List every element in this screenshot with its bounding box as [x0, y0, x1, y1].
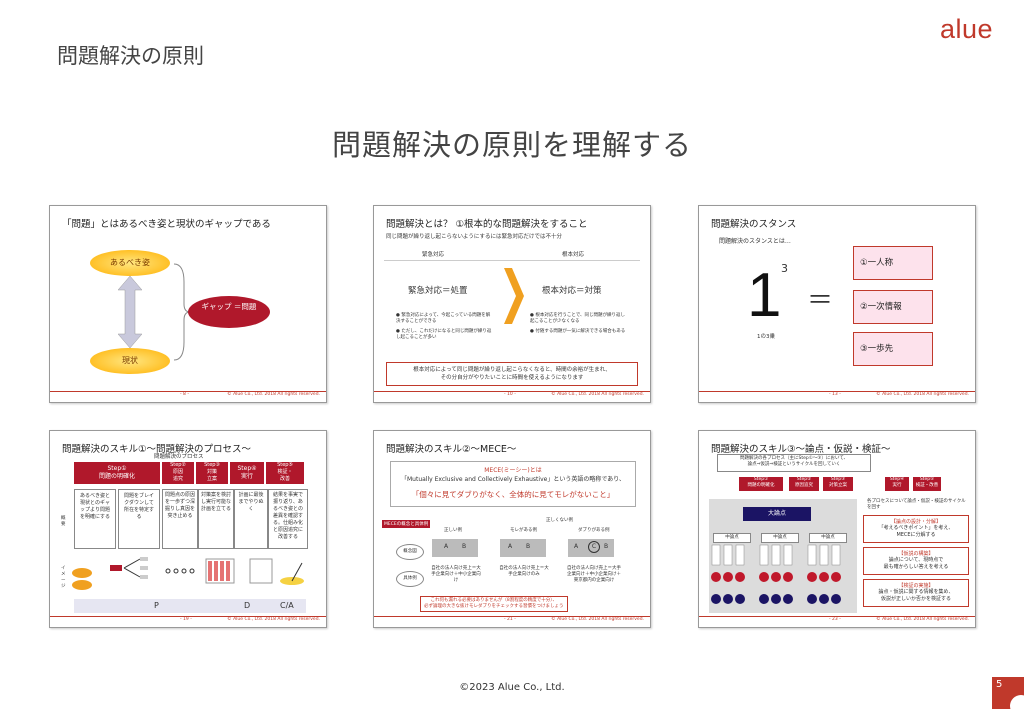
- big-one: 1: [747, 261, 782, 330]
- slide-thumbnail-2[interactable]: 問題解決とは？ ①根本的な問題解決をすること 同じ問題が繰り返し起こらないように…: [373, 205, 651, 403]
- emergency-label: 緊急対応＝処置: [408, 286, 468, 296]
- desc-6: 結果を事実で振り返り、あるべき姿との差異を確認する。仕組み化と原因追究に改善する: [268, 489, 308, 549]
- right-bullet-1: ● 根本対応を行うことで、同じ問題が繰り返し起こることが少なくなる: [530, 313, 626, 324]
- slide-title: 問題解決とは？ ①根本的な問題解決をすること: [386, 219, 588, 230]
- side-heading: 各プロセスについて論点・仮説・検証のサイクルを回す: [867, 499, 966, 510]
- right-header: 根本対応: [562, 252, 585, 258]
- slide-thumbnail-4[interactable]: 問題解決のスキル①～問題解決のプロセス～ 問題解決のプロセス Step① 問題の…: [49, 430, 327, 628]
- slide-title: 問題解決のスキル③～論点・仮説・検証～: [711, 444, 891, 455]
- left-bullet-1: ● 緊急対応によって、今起こっている問題を解決することができる: [396, 313, 491, 324]
- concept-tag: MECEの概念と具体例: [382, 520, 431, 528]
- gap-oval: ギャップ ＝問題: [188, 296, 270, 328]
- row-label-image: イメージ: [61, 566, 66, 589]
- main-heading: 問題解決の原則を理解する: [331, 128, 692, 162]
- slide-title: 問題解決のスキル①～問題解決のプロセス～: [62, 444, 252, 455]
- footer-rule: [50, 616, 326, 617]
- root-label: 根本対応＝対策: [542, 286, 602, 296]
- desc-3: 問題点の原因を一歩ずつ深掘りし真因を突き止める: [162, 489, 198, 549]
- step-2: Step② 原因追究: [789, 477, 819, 491]
- slide-thumbnail-3[interactable]: 問題解決のスタンス 問題解決のスタンスとは… 1 3 ＝ 1の3乗 ①一人称 ②…: [698, 205, 976, 403]
- example-correct: 自社の法人向け売上＝大手企業向け＋中小企業向け: [431, 566, 481, 583]
- row-concept: 概念図: [396, 544, 424, 560]
- exponent: 3: [781, 262, 788, 275]
- slide-subtitle-box: 問題解決の各プロセス（主にStep①～③）において、 論点⇒仮説⇒検証というサイ…: [717, 454, 871, 472]
- mid-issue-2: 中論点: [761, 533, 799, 543]
- slide-footer: - 21 -© Alue Co., Ltd. 2018 All rights r…: [504, 617, 644, 622]
- step-1: Step① 問題の明確化: [739, 477, 783, 491]
- page-number-badge: 5: [992, 677, 1024, 717]
- slide-footer: - 8 -© Alue Co., Ltd. 2018 All rights re…: [180, 392, 320, 397]
- mid-issue-3: 中論点: [809, 533, 847, 543]
- col-missing: モレがある例: [510, 528, 537, 533]
- desc-1: あるべき姿と現状とのギャップより問題を明確にする: [74, 489, 116, 549]
- bad-example-label: 正しくない例: [546, 518, 573, 523]
- slide-footer: - 13 -© Alue Co., Ltd. 2018 All rights r…: [829, 392, 969, 397]
- footer-rule: [699, 616, 975, 617]
- example-missing: 自社の法人向け売上＝大手企業向けのみ: [499, 566, 549, 577]
- verification-box: 【検証の実施】 論点・仮説に関する情報を集め、 仮説が正しいか否かを検証する: [863, 579, 969, 607]
- footer-rule: [374, 391, 650, 392]
- hypothesis-box: 【仮説の構築】 論点について、現時点で 最も確からしい答えを考える: [863, 547, 969, 575]
- mid-issue-1: 中論点: [713, 533, 751, 543]
- big-issue-box: 大論点: [743, 507, 811, 521]
- footer-rule: [699, 391, 975, 392]
- double-arrow-icon: [118, 276, 142, 348]
- issue-design-box: 【論点の設計・分解】 「考えるべきポイント」を考え、 MECEに分解する: [863, 515, 969, 543]
- desc-4: 対策案を検討し実行可能な計画を立てる: [198, 489, 234, 549]
- footer-rule: [374, 616, 650, 617]
- pdca-bar: P D C/A: [74, 599, 306, 613]
- stance-item-1: ①一人称: [853, 246, 933, 280]
- mece-definition-box: MECE(ミーシー)とは 「Mutually Exclusive and Col…: [390, 461, 636, 507]
- issue-tree: [711, 544, 841, 604]
- slide-title: 問題解決のスキル②～MECE～: [386, 444, 517, 455]
- slide-thumbnail-6[interactable]: 問題解決のスキル③～論点・仮説・検証～ 問題解決の各プロセス（主にStep①～③…: [698, 430, 976, 628]
- row-example: 具体例: [396, 571, 424, 587]
- footer-rule: [50, 391, 326, 392]
- step-3: Step③ 対策 立案: [196, 462, 228, 484]
- slide-footer: - 19 -© Alue Co., Ltd. 2018 All rights r…: [180, 617, 320, 622]
- stance-item-3: ③一歩先: [853, 332, 933, 366]
- mece-note: これ何も漏れる必要はありませんが（8割程度の精度で十分）、 必ず論理の大きな抜け…: [420, 596, 568, 612]
- slide-subtitle: 問題解決のプロセス: [154, 454, 204, 460]
- slide-thumbnail-5[interactable]: 問題解決のスキル②～MECE～ MECE(ミーシー)とは 「Mutually E…: [373, 430, 651, 628]
- brand-logo: alue: [940, 14, 994, 44]
- step-5: Step⑤ 検証・改善: [913, 477, 941, 491]
- equals-sign: ＝: [807, 286, 834, 316]
- step-5: Step⑤ 検証・ 改善: [266, 462, 304, 484]
- slide-footer: - 23 -© Alue Co., Ltd. 2018 All rights r…: [829, 617, 969, 622]
- left-header: 緊急対応: [422, 252, 445, 258]
- example-duplicate: 自社の法人向け売上＝大手企業向け＋中小企業向け＋東京都内の企業向け: [567, 566, 621, 583]
- page-title: 問題解決の原則: [57, 44, 204, 68]
- right-bullet-2: ● 付随する問題が一気に解決できる場合もある: [530, 329, 626, 334]
- column-divider: [384, 260, 640, 261]
- caption: 1の3乗: [757, 334, 775, 340]
- stance-item-2: ②一次情報: [853, 290, 933, 324]
- step-3: Step③ 対策立案: [823, 477, 853, 491]
- slide-thumbnail-1[interactable]: 「問題」とはあるべき姿と現状のギャップである あるべき姿 現状 ギャップ ＝問題…: [49, 205, 327, 403]
- step-4: Step④ 実行: [230, 462, 264, 484]
- conclusion-box: 根本対応によって同じ問題が繰り返し起こらなくなると、時間の余裕が生まれ、 その分…: [386, 362, 638, 386]
- col-correct: 正しい例: [444, 528, 462, 533]
- step-1: Step① 問題の明確化: [74, 462, 160, 484]
- process-illustration: [72, 557, 304, 590]
- chevron-right-icon: [504, 268, 524, 324]
- step-2: Step② 原因 追究: [162, 462, 194, 484]
- desc-2: 問題をブレイクダウンして所在を特定する: [118, 489, 160, 549]
- col-duplicate: ダブりがある例: [578, 528, 610, 533]
- row-label-overview: 概要: [61, 516, 66, 527]
- ideal-state-oval: あるべき姿: [90, 250, 170, 276]
- copyright-footer: ©2023 Alue Co., Ltd.: [459, 682, 565, 693]
- slide-subtitle: 同じ問題が繰り返し起こらないようにするには緊急対応だけでは不十分: [386, 234, 562, 240]
- slide-subtitle: 問題解決のスタンスとは…: [719, 238, 791, 245]
- slide-title: 問題解決のスタンス: [711, 219, 797, 230]
- left-bullet-2: ● ただし、これだけになると同じ問題が繰り返し起こることが多い: [396, 329, 492, 340]
- step-4: Step④ 実行: [885, 477, 909, 491]
- desc-5: 計画に最後までやりぬく: [234, 489, 268, 549]
- slide-title: 「問題」とはあるべき姿と現状のギャップである: [62, 219, 271, 230]
- slide-footer: - 10 -© Alue Co., Ltd. 2018 All rights r…: [504, 392, 644, 397]
- current-state-oval: 現状: [90, 348, 170, 374]
